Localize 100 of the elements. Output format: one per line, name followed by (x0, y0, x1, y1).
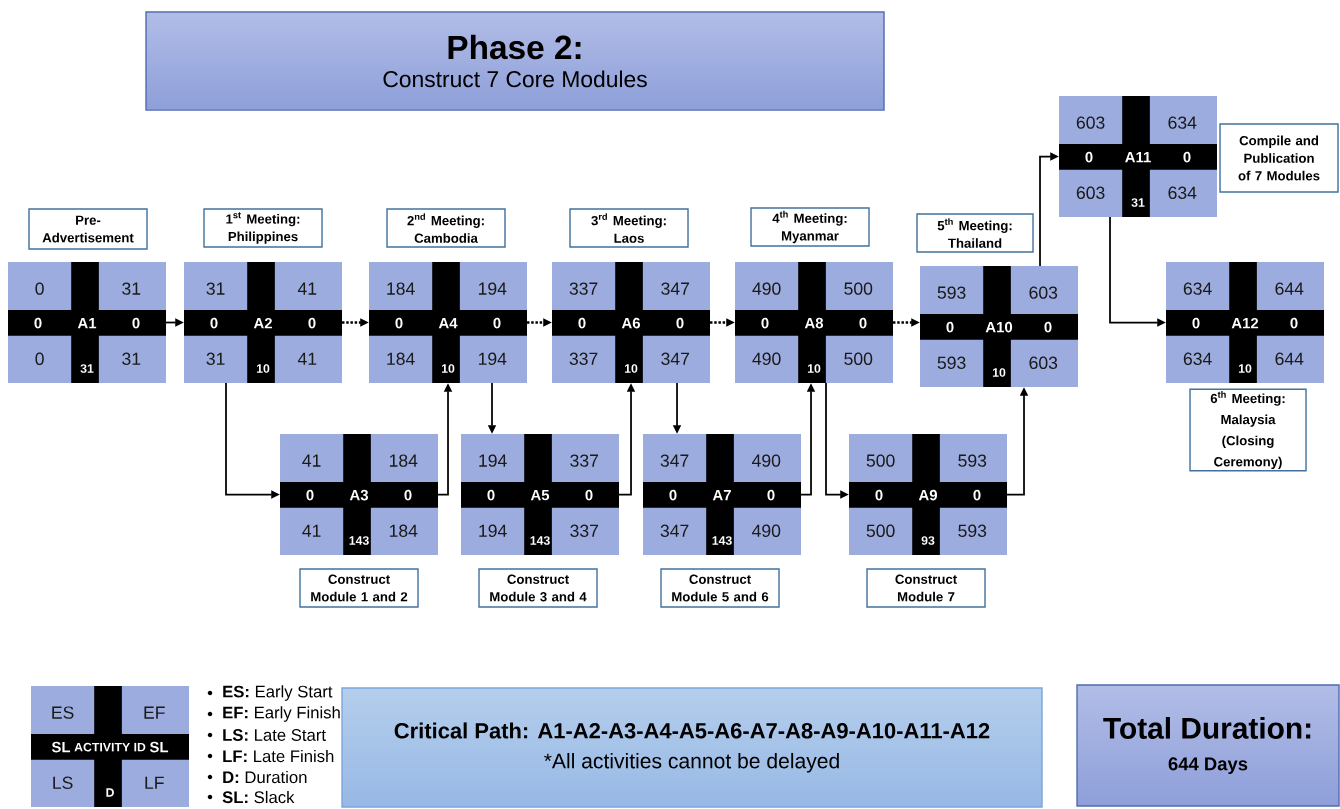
duration-value: 31 (80, 364, 94, 373)
activity-id: A6 (621, 317, 640, 329)
activity-id: A10 (985, 321, 1013, 333)
field-label: SL (149, 741, 169, 753)
legend-item: D: Duration (207, 770, 307, 784)
cell-value: 0 (35, 352, 44, 365)
cell-value: 593 (958, 454, 987, 467)
duration-value: 10 (624, 364, 638, 373)
cell-value: 634 (1168, 116, 1197, 129)
cell-value: 194 (479, 454, 507, 467)
slack-value: 0 (767, 489, 775, 501)
slack-value: 0 (585, 489, 593, 501)
cell-value: 347 (661, 282, 690, 295)
slack-value: 0 (578, 317, 586, 329)
legend-item: EF: Early Finish (207, 706, 340, 722)
cell-value: 184 (389, 524, 418, 537)
slack-value: 0 (34, 317, 42, 329)
legend-item: LS: Late Start (207, 729, 326, 741)
slack-value: 0 (859, 317, 867, 329)
cell-value: 603 (1029, 286, 1058, 299)
cell-value: 337 (569, 282, 598, 295)
label-box: Construct Module 7 (866, 568, 986, 608)
field-label: D (106, 788, 114, 797)
activity-id: A7 (712, 489, 731, 501)
duration-value: 10 (992, 368, 1006, 377)
label-box: 2$^{nd}$ Meeting: Cambodia (386, 208, 506, 248)
slack-value: 0 (1290, 317, 1298, 329)
duration-value: 10 (1238, 364, 1252, 373)
slack-value: 0 (1192, 317, 1200, 329)
cell-value: 31 (122, 282, 141, 295)
total-duration-box: Total Duration: 644 Days (1076, 684, 1340, 807)
slack-value: 0 (308, 317, 316, 329)
cell-value: 634 (1168, 186, 1197, 199)
field-label: LF (145, 776, 164, 789)
cell-value: 194 (478, 352, 507, 365)
activity-id: A11 (1125, 151, 1151, 163)
slack-value: 0 (875, 489, 883, 501)
cell-value: 41 (302, 454, 321, 467)
cell-value: 337 (570, 454, 599, 467)
cell-value: 500 (866, 454, 895, 467)
cell-value: 41 (297, 282, 317, 295)
activity-id: A4 (438, 317, 458, 329)
cell-value: 603 (1076, 186, 1105, 199)
cell-value: 603 (1076, 116, 1105, 129)
slack-value: 0 (395, 317, 403, 329)
cell-value: 490 (752, 454, 781, 467)
cell-value: 644 (1275, 282, 1304, 295)
cell-value: 194 (479, 524, 507, 537)
title-box: Phase 2: Construct 7 Core Modules (145, 11, 885, 111)
cell-value: 500 (844, 282, 873, 295)
legend-item: LF: Late Finish (207, 749, 334, 763)
cell-value: 184 (387, 352, 415, 365)
field-label: ES (52, 706, 74, 719)
label-box: 4$^{th}$ Meeting: Myanmar (750, 207, 870, 247)
label-box: 5$^{th}$ Meeting: Thailand (916, 213, 1034, 253)
slack-value: 0 (973, 489, 981, 501)
duration-value: 143 (530, 536, 550, 545)
cell-value: 184 (387, 282, 415, 295)
cell-value: 337 (569, 352, 598, 365)
activity-id: A9 (918, 489, 937, 501)
cell-value: 490 (752, 352, 781, 365)
slack-value: 0 (669, 489, 677, 501)
cell-value: 347 (661, 352, 690, 365)
cell-value: 347 (660, 454, 689, 467)
cell-value: 593 (958, 524, 987, 537)
cell-value: 337 (570, 524, 599, 537)
cell-value: 31 (206, 352, 225, 365)
label-box: 3$^{rd}$ Meeting: Laos (569, 208, 689, 248)
cell-value: 347 (660, 524, 689, 537)
cell-value: 634 (1183, 282, 1212, 295)
slack-value: 0 (404, 489, 412, 501)
activity-id: A8 (804, 317, 824, 329)
label-box: Construct Module 3 and 4 (478, 568, 598, 608)
activity-id: A1 (77, 317, 97, 329)
slack-value: 0 (132, 317, 140, 329)
cell-value: 593 (937, 356, 966, 369)
duration-value: 143 (712, 536, 732, 545)
slack-value: 0 (1044, 321, 1052, 333)
cell-value: 490 (752, 524, 781, 537)
duration-value: 10 (807, 364, 821, 373)
field-label: ACTIVITY ID (74, 742, 146, 752)
duration-value: 143 (349, 536, 369, 545)
label-box: Construct Module 5 and 6 (660, 568, 780, 608)
duration-value: 93 (921, 536, 935, 545)
slack-value: 0 (761, 317, 769, 329)
field-label: SL (51, 741, 71, 753)
activity-id: A12 (1231, 317, 1259, 329)
activity-id: A2 (253, 317, 272, 329)
cell-value: 31 (206, 282, 225, 295)
cell-value: 41 (297, 352, 317, 365)
slack-value: 0 (493, 317, 501, 329)
slack-value: 0 (1085, 151, 1093, 163)
slack-value: 0 (1183, 151, 1191, 163)
duration-value: 10 (441, 364, 455, 373)
label-box: Compile and Publication of 7 Modules (1219, 123, 1339, 193)
label-box: Pre-Advertisement (28, 208, 148, 250)
cell-value: 0 (35, 282, 44, 295)
cell-value: 31 (122, 352, 141, 365)
cell-value: 500 (844, 352, 873, 365)
label-box: $\text{6}^{\text{th}}\text{ Meeting:}\allowbreak\ \text{Malaysia}\allowbreak\ \text{(Closing}\allowbreak\ \text{Ceremony)}$ (1189, 388, 1307, 472)
